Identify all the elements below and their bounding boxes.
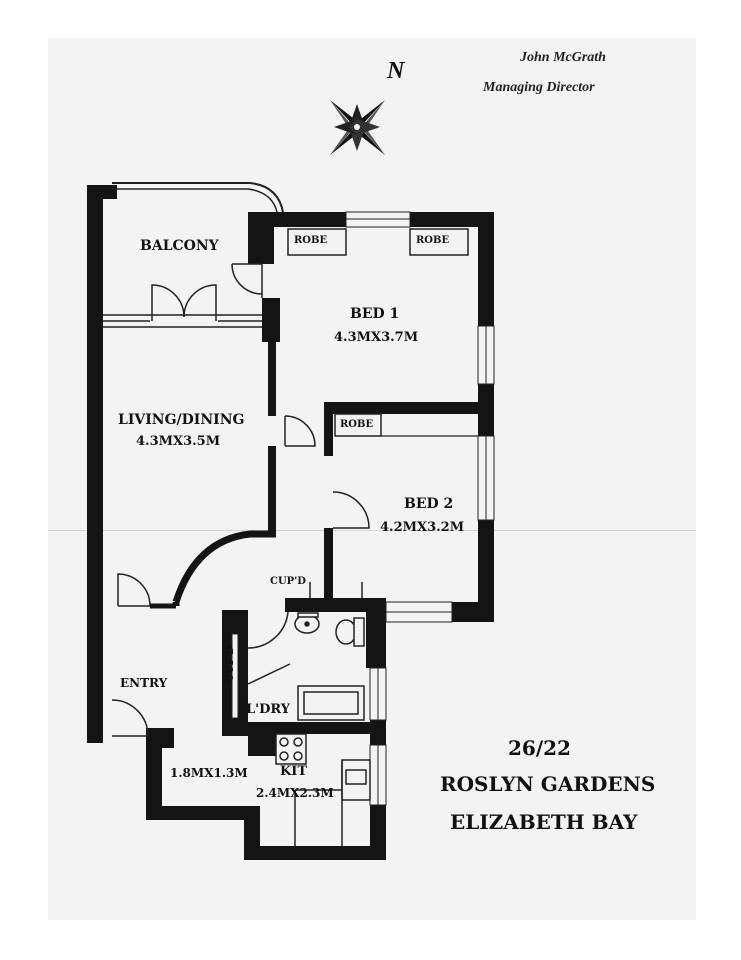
north-label: N (387, 58, 405, 84)
compass-rose-icon (330, 100, 385, 155)
room-size-bed1: 4.3MX3.7M (334, 330, 419, 345)
kitchen-fixtures (275, 733, 371, 846)
address-unit: 26/22 (508, 736, 571, 760)
room-label-balcony: BALCONY (140, 238, 219, 254)
room-label-robe-2: ROBE (416, 235, 450, 246)
room-size-living: 4.3MX3.5M (136, 434, 221, 449)
room-size-kitchen: 2.4MX2.3M (256, 786, 334, 800)
address-suburb: ELIZABETH BAY (450, 810, 638, 834)
room-label-robe-3: ROBE (340, 419, 374, 430)
address-street: ROSLYN GARDENS (440, 772, 656, 796)
room-size-bed2: 4.2MX3.2M (380, 520, 465, 535)
room-label-entry: ENTRY (120, 676, 168, 690)
balcony-railing (112, 182, 284, 213)
room-label-laundry: L'DRY (246, 702, 291, 717)
room-label-cupboard-hall: CUP'D (270, 576, 306, 587)
room-label-living: LIVING/DINING (118, 412, 245, 428)
paper-fold-line (48, 530, 696, 531)
door-swings (111, 263, 370, 737)
room-label-kitchen: KIT (280, 764, 308, 779)
room-label-cupboard-entry: CUP'D (225, 646, 236, 682)
room-label-robe-1: ROBE (294, 235, 328, 246)
bathroom-fixtures (294, 612, 365, 721)
room-size-entry: 1.8MX1.3M (170, 766, 248, 780)
room-label-bed1: BED 1 (350, 306, 400, 322)
room-label-bed2: BED 2 (404, 496, 454, 512)
agent-role: Managing Director (483, 80, 595, 95)
living-balcony-window (103, 284, 262, 328)
agent-name: John McGrath (520, 50, 606, 65)
